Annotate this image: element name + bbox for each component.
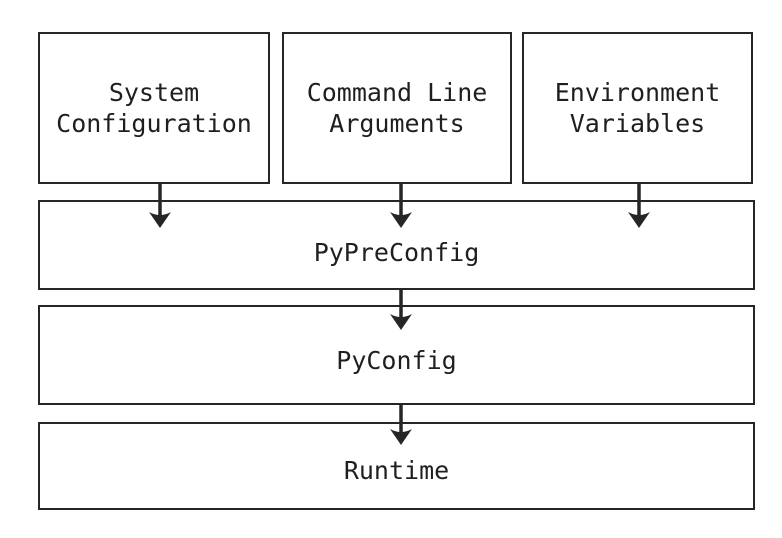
node-runtime-label: Runtime: [343, 455, 450, 485]
node-environment-variables-label: Environment Variables: [554, 78, 721, 138]
node-command-line-arguments: Command Line Arguments: [282, 32, 512, 184]
node-command-line-arguments-label: Command Line Arguments: [306, 78, 488, 138]
node-environment-variables: Environment Variables: [522, 32, 753, 184]
node-pyconfig: PyConfig: [38, 305, 755, 405]
node-pypreconfig-label: PyPreConfig: [313, 237, 480, 267]
node-runtime: Runtime: [38, 422, 755, 510]
node-pypreconfig: PyPreConfig: [38, 200, 755, 290]
node-system-configuration-label: System Configuration: [56, 78, 252, 138]
node-system-configuration: System Configuration: [38, 32, 270, 184]
node-pyconfig-label: PyConfig: [336, 345, 457, 375]
